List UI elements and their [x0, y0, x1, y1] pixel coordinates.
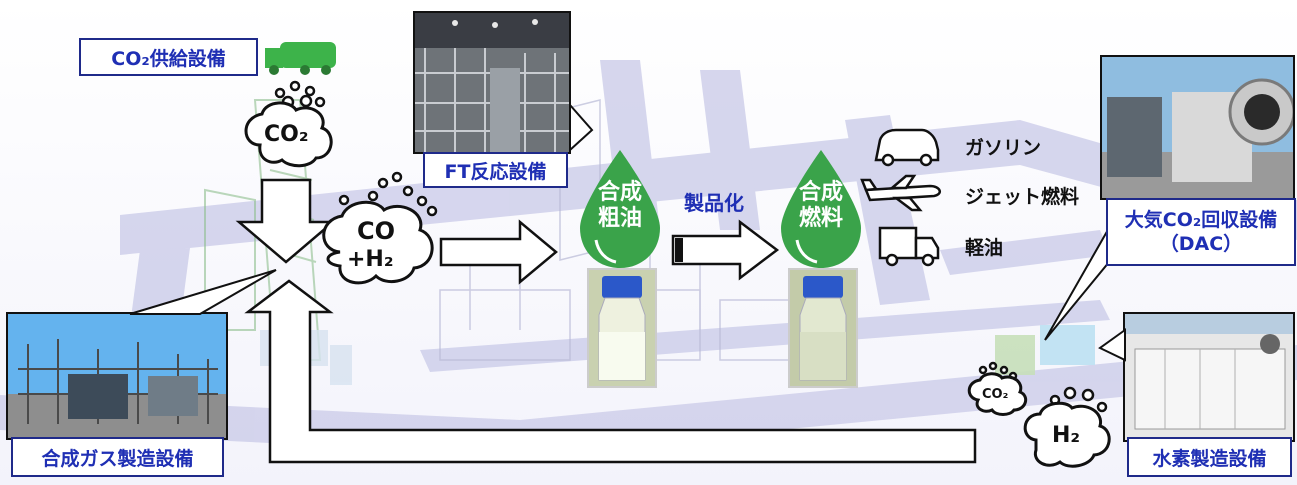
co2-cloud-text: CO₂ — [264, 122, 309, 147]
syngas-plant-photo — [6, 312, 228, 440]
airplane-icon — [860, 174, 942, 212]
synthetic-fuel-bottle-photo — [788, 268, 858, 388]
syngas-to-crude-arrow — [439, 219, 558, 285]
ft-callout-tail — [569, 102, 594, 153]
co-cloud-text-line2: +H₂ — [347, 247, 394, 272]
co2-small-cloud-shape — [967, 372, 1028, 416]
crude-oil-drop-shape — [580, 150, 660, 268]
synthetic-fuel-drop-shape — [781, 150, 861, 268]
co-cloud-text-line1: CO — [357, 217, 396, 245]
ft-reactor-text: FT反応設備 — [444, 160, 547, 183]
dac-abbr-text: （DAC） — [1159, 233, 1243, 255]
syngas-callout-tail — [129, 269, 277, 315]
product-gasoline: ガソリン — [965, 137, 1042, 159]
syngas-plant-label: 合成ガス製造設備 — [11, 437, 224, 477]
h2-plant-label: 水素製造設備 — [1127, 437, 1292, 477]
crude-oil-line1: 合成 — [597, 180, 642, 205]
crude-oil-drop-label: 合成 粗油 — [582, 180, 658, 232]
ft-reactor-label: FT反応設備 — [423, 152, 568, 188]
ft-reactor-photo — [413, 11, 571, 154]
co2-supply-text: CO₂供給設備 — [111, 47, 226, 70]
productization-label: 製品化 — [684, 191, 744, 215]
productization-arrow — [671, 219, 780, 281]
product-jet-fuel: ジェット燃料 — [965, 186, 1080, 208]
h2-plant-text: 水素製造設備 — [1152, 447, 1267, 470]
dac-photo — [1100, 55, 1295, 200]
h2-cloud-text: H₂ — [1052, 423, 1081, 448]
dac-label: 大気CO₂回収設備 （DAC） — [1106, 198, 1296, 266]
co2-down-arrow — [235, 178, 337, 264]
synthetic-fuel-line1: 合成 — [798, 180, 843, 205]
crude-oil-bottle-photo — [587, 268, 657, 388]
crude-oil-line2: 粗油 — [597, 206, 642, 231]
co2-small-cloud-text: CO₂ — [982, 387, 1009, 402]
co2-cloud-shape — [244, 101, 333, 168]
truck-icon — [878, 226, 940, 267]
dac-text: 大気CO₂回収設備 — [1124, 209, 1278, 231]
co-h2-cloud-shape — [322, 200, 434, 285]
h2-cloud-shape — [1023, 401, 1111, 468]
synthetic-fuel-line2: 燃料 — [798, 206, 843, 231]
h2-callout-tail — [1098, 328, 1126, 362]
h2-return-arrow-shape — [244, 279, 977, 464]
syngas-plant-text: 合成ガス製造設備 — [41, 447, 194, 470]
car-icon — [874, 128, 940, 167]
tanker-truck-icon — [265, 42, 336, 75]
co2-supply-label: CO₂供給設備 — [79, 38, 258, 76]
synthetic-fuel-drop-label: 合成 燃料 — [783, 180, 859, 232]
h2-plant-photo — [1123, 312, 1295, 442]
product-diesel: 軽油 — [965, 237, 1004, 259]
